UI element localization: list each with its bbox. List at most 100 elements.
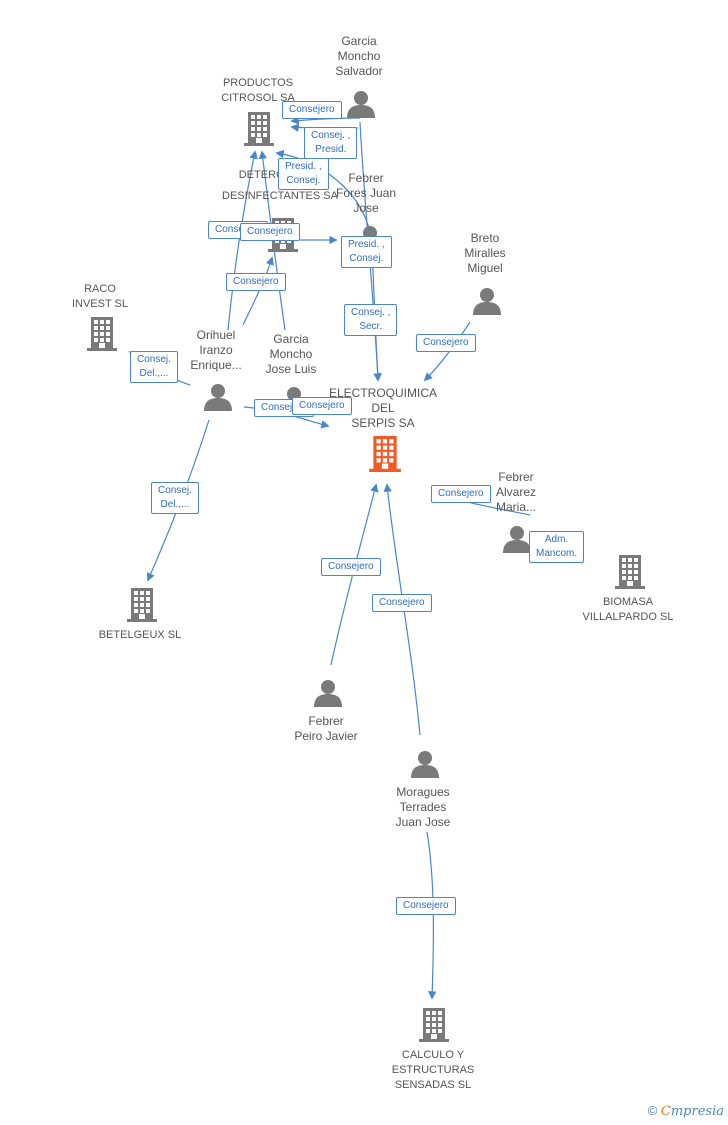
edge-label-line: Consejero — [215, 224, 261, 235]
edge-label-line: Consej. — [349, 253, 384, 264]
node-label-line: Juan Jose — [395, 815, 451, 829]
node-label-orihuel[interactable]: Orihuel Iranzo Enrique... — [176, 328, 256, 373]
node-label-line: BIOMASA — [602, 596, 654, 608]
node-label-line: Febrer — [348, 171, 384, 185]
node-label-line: Enrique... — [190, 358, 242, 372]
node-label-line: Febrer — [308, 714, 344, 728]
node-label-line: Jose Luis — [265, 362, 317, 376]
edge-label-line: Consejero — [423, 337, 469, 348]
node-label-biomasa[interactable]: BIOMASA VILLALPARDO SL — [575, 595, 681, 625]
node-label-febrer-javier[interactable]: Febrer Peiro Javier — [281, 714, 371, 744]
edge-label-line: Consejero — [403, 900, 449, 911]
node-label-line: Breto — [470, 231, 500, 245]
edge-label-line: Del.,... — [139, 368, 169, 379]
node-label-line: Moncho — [269, 347, 313, 361]
edge-label-line: Adm. — [544, 534, 569, 545]
edge-febrerjose-detergentes — [275, 149, 371, 233]
node-label-garcia-jose-luis[interactable]: Garcia Moncho Jose Luis — [251, 332, 331, 377]
node-label-line: SENSADAS SL — [394, 1079, 472, 1091]
biomasa-building-icon[interactable] — [615, 555, 645, 589]
edge-label-line: Presid. , — [285, 161, 322, 172]
febrer-javier-person-icon[interactable] — [314, 680, 342, 707]
node-label-line: Moragues — [396, 785, 450, 799]
moragues-person-icon[interactable] — [411, 751, 439, 778]
edge-label-salvador-productos[interactable]: Consejero — [282, 101, 342, 119]
node-label-betelgeux[interactable]: BETELGEUX SL — [90, 628, 190, 643]
node-label-febrer-maria[interactable]: Febrer Alvarez Maria... — [481, 470, 551, 515]
edge-label-orihuel-detergentes[interactable]: Consejero — [226, 273, 286, 291]
edge-label-line: Presid. — [315, 144, 347, 155]
edge-label-detergentes-electroquimica[interactable]: Presid. , Consej. — [341, 236, 392, 268]
edge-label-line: Mancom. — [536, 548, 578, 559]
node-label-line: Febrer — [498, 470, 534, 484]
edge-label-line: Consejero — [328, 561, 374, 572]
edge-label-line: Consejero — [299, 400, 345, 411]
empresia-watermark[interactable]: © Cmpresia — [648, 1103, 724, 1119]
node-label-line: Jose — [353, 201, 379, 215]
edge-label-febrermaria-electroquimica[interactable]: Consejero — [431, 485, 491, 503]
node-label-line: BETELGEUX SL — [98, 629, 182, 641]
edge-label-orihuel-betelgeux[interactable]: Consej. Del.,... — [151, 482, 199, 514]
edge-moragues-calculo — [426, 831, 437, 1000]
node-label-line: VILLALPARDO SL — [582, 611, 674, 623]
calculo-building-icon[interactable] — [419, 1008, 449, 1042]
garcia-salvador-person-icon[interactable] — [347, 91, 375, 118]
node-label-line: ESTRUCTURAS — [391, 1064, 475, 1076]
node-label-breto[interactable]: Breto Miralles Miguel — [445, 231, 525, 276]
edge-label-orihuel-productos[interactable]: Consejero — [240, 223, 300, 241]
brand-initial: C — [660, 1104, 671, 1119]
node-label-line: Peiro Javier — [294, 729, 358, 743]
node-label-calculo[interactable]: CALCULO Y ESTRUCTURAS SENSADAS SL — [380, 1048, 486, 1093]
node-label-line: Garcia — [341, 34, 377, 48]
raco-building-icon[interactable] — [87, 317, 117, 351]
node-label-electroquimica[interactable]: ELECTROQUIMICA DEL SERPIS SA — [323, 386, 443, 431]
edge-label-line: Consej. , — [351, 307, 391, 318]
node-label-line: ELECTROQUIMICA — [328, 386, 437, 400]
electroquimica-building-icon[interactable] — [369, 436, 401, 472]
betelgeux-building-icon[interactable] — [127, 588, 157, 622]
orihuel-person-icon[interactable] — [204, 384, 232, 411]
edge-label-line: Consej. , — [311, 130, 351, 141]
node-label-line: Moncho — [337, 49, 381, 63]
node-label-line: SERPIS SA — [351, 416, 415, 430]
node-label-garcia-salvador[interactable]: Garcia Moncho Salvador — [319, 34, 399, 79]
node-label-line: Maria... — [495, 500, 536, 514]
node-label-line: Terrades — [399, 800, 447, 814]
edge-label-febrerjose-detergentes[interactable]: Presid. , Consej. — [278, 158, 329, 190]
edge-label-line: Del.,... — [160, 499, 190, 510]
node-label-productos[interactable]: PRODUCTOS CITROSOL SA — [208, 76, 308, 106]
node-label-line: Garcia — [273, 332, 309, 346]
node-label-line: RACO — [84, 283, 116, 295]
edge-label-line: Consej. — [137, 354, 171, 365]
edge-label-febrerjose-electroquimica[interactable]: Consej. , Secr. — [344, 304, 398, 336]
breto-person-icon[interactable] — [473, 288, 501, 315]
productos-building-icon[interactable] — [244, 112, 274, 146]
edge-label-garcia-jl-electroquimica[interactable]: Consejero — [292, 397, 352, 415]
febrer-maria-person-icon[interactable] — [503, 526, 531, 553]
node-label-febrer-jose[interactable]: Febrer Fores Juan Jose — [326, 171, 406, 216]
edge-label-line: Secr. — [359, 321, 383, 332]
node-label-raco[interactable]: RACO INVEST SL — [55, 282, 145, 312]
edge-label-line: Consejero — [379, 597, 425, 608]
edge-label-moragues-calculo[interactable]: Consejero — [396, 897, 456, 915]
edge-label-moragues-electroquimica[interactable]: Consejero — [372, 594, 432, 612]
edge-label-line: Consejero — [233, 276, 279, 287]
edge-label-salvador-detergentes[interactable]: Consej. , Presid. — [304, 127, 358, 159]
node-label-line: CALCULO Y — [401, 1049, 465, 1061]
edge-label-line: Presid. , — [348, 239, 385, 250]
edge-orihuel-detergentes — [242, 256, 274, 326]
edge-label-line: Consejero — [289, 104, 335, 115]
edge-breto-electroquimica — [423, 321, 471, 382]
node-label-line: Orihuel — [196, 328, 236, 342]
edge-label-orihuel-raco[interactable]: Consej. Del.,... — [130, 351, 178, 383]
node-label-line: Miralles — [464, 246, 506, 260]
edge-label-breto-electroquimica[interactable]: Consejero — [416, 334, 476, 352]
node-label-moragues[interactable]: Moragues Terrades Juan Jose — [380, 785, 466, 830]
edge-label-febrermaria-biomasa[interactable]: Adm. Mancom. — [529, 531, 585, 563]
edge-label-febrerjavier-electroquimica[interactable]: Consejero — [321, 558, 381, 576]
edge-label-line: Consej. — [158, 485, 192, 496]
node-label-line: Alvarez — [495, 485, 536, 499]
node-label-line: Salvador — [335, 64, 383, 78]
node-label-line: DESINFECTANTES SA — [222, 190, 338, 202]
node-label-line: Miguel — [467, 261, 503, 275]
